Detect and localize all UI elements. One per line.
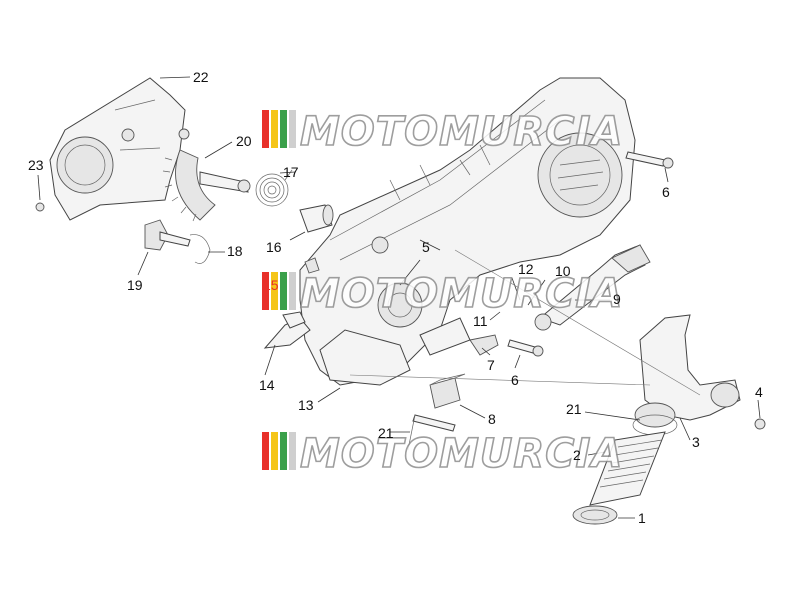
watermark-bottom: MOTOMURCIA [262, 430, 623, 478]
part-label: 21 [378, 425, 394, 441]
part-label: 5 [422, 239, 430, 255]
part-label: 22 [193, 69, 209, 85]
part-label: 11 [473, 313, 488, 329]
bolt-small [754, 418, 766, 430]
kick-gear-sector [162, 149, 251, 222]
bolt-upper [625, 151, 674, 169]
part-label: 8 [488, 411, 496, 427]
washer [469, 334, 499, 356]
part-label: 12 [518, 261, 534, 277]
small-pin [304, 257, 320, 274]
part-label: 6 [511, 372, 519, 388]
bellows-hose [589, 431, 666, 506]
bushing [299, 204, 334, 233]
leader-lines [37, 76, 761, 519]
part-label: 23 [28, 157, 44, 173]
rubber-block [429, 373, 466, 409]
cover-bracket [263, 311, 311, 349]
part-label: 4 [755, 384, 763, 400]
bracket-screw [407, 414, 456, 451]
part-label: 18 [227, 243, 243, 259]
part-label: 20 [236, 133, 252, 149]
kickstart-cover-plate [35, 77, 190, 221]
part-label: 21 [566, 401, 582, 417]
part-label: 13 [298, 397, 314, 413]
part-labels: 22 20 23 17 16 18 19 5 15 12 10 9 11 7 6… [28, 69, 763, 526]
part-label: 19 [127, 277, 143, 293]
pinion-gear [144, 219, 211, 264]
return-spring [255, 169, 293, 207]
part-label: 15 [263, 277, 279, 293]
watermark-text: MOTOMURCIA [300, 431, 623, 477]
part-label: 3 [692, 434, 700, 450]
rubber-seal [572, 505, 618, 525]
part-label: 14 [259, 377, 275, 393]
part-label: 6 [662, 184, 670, 200]
bolt-lower [507, 339, 544, 357]
watermark-text: MOTOMURCIA [300, 109, 623, 155]
air-duct [634, 314, 741, 428]
watermark-top: MOTOMURCIA [262, 108, 623, 156]
watermark-text: MOTOMURCIA [300, 271, 623, 317]
part-label: 10 [555, 263, 571, 279]
crankcase-cover [299, 77, 636, 386]
part-label: 1 [638, 510, 646, 526]
watermark-middle: MOTOMURCIA [262, 270, 623, 318]
part-label: 2 [573, 447, 581, 463]
part-label: 16 [266, 239, 282, 255]
part-label: 17 [283, 164, 299, 180]
part-label: 7 [487, 357, 495, 373]
kick-lever [534, 244, 651, 331]
part-label: 9 [613, 291, 621, 307]
